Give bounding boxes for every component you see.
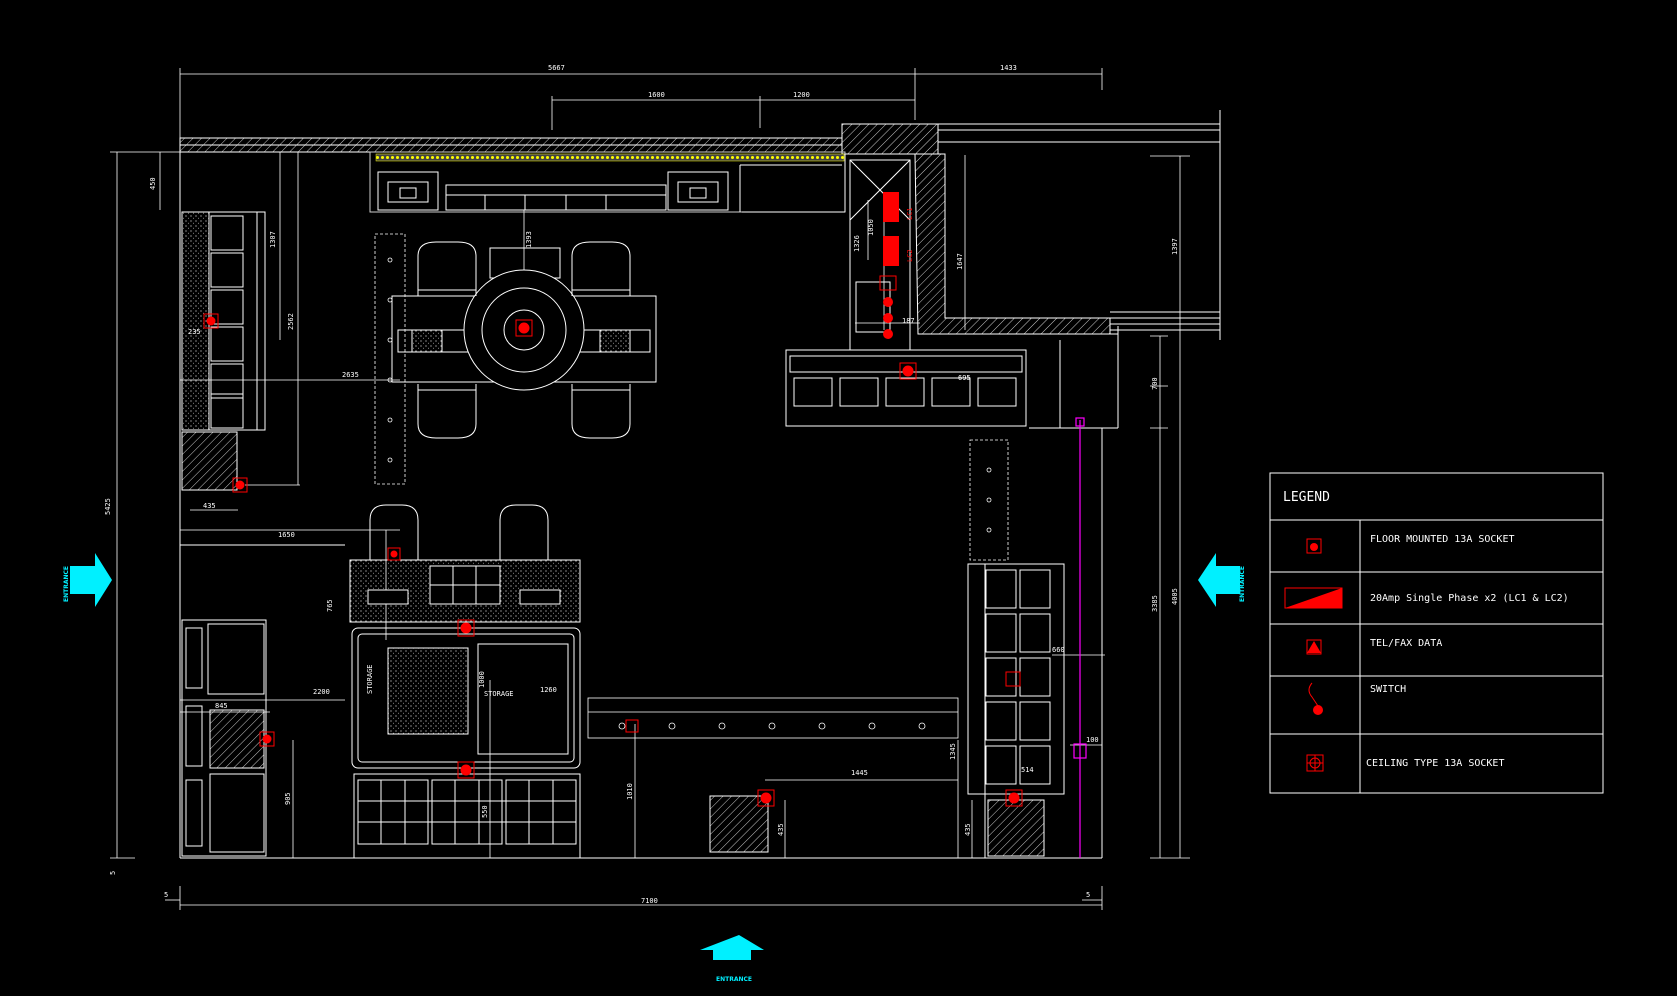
lighting-control-panels: LC1 LC2 xyxy=(879,192,914,339)
dim-bottom-overall: 7100 xyxy=(641,897,658,905)
legend-title: LEGEND xyxy=(1283,490,1330,505)
storage-label-1: STORAGE xyxy=(366,664,374,694)
dim-435b: 435 xyxy=(777,823,785,836)
dim-845: 845 xyxy=(215,702,228,710)
lc2-label: LC2 xyxy=(906,249,914,262)
dim-1260: 1260 xyxy=(540,686,557,694)
entrance-label-right: ENTRANCE xyxy=(1239,566,1246,602)
dim-2635: 2635 xyxy=(342,371,359,379)
floor-sockets xyxy=(203,313,1023,807)
dim-765: 765 xyxy=(326,599,334,612)
right-cabinets xyxy=(967,563,1065,858)
entrance-label-left: ENTRANCE xyxy=(63,566,70,602)
entrance-arrow-left-icon xyxy=(70,553,112,607)
tel-fax-data-icon xyxy=(1306,639,1322,655)
dim-left-5: 5 xyxy=(109,871,117,875)
dim-100: 100 xyxy=(1086,736,1099,744)
dim-shelf-435: 435 xyxy=(203,502,216,510)
dim-905: 905 xyxy=(284,792,292,805)
legend-item-label: 20Amp Single Phase x2 (LC1 & LC2) xyxy=(1370,593,1569,604)
dim-shelf-1307: 1307 xyxy=(269,231,277,248)
dim-550: 550 xyxy=(481,805,489,818)
small-display-box xyxy=(709,795,769,853)
dim-top-mid-b: 1200 xyxy=(793,91,810,99)
dim-top-overall: 5667 xyxy=(548,64,565,72)
entrance-markers: ENTRANCE ENTRANCE ENTRANCE xyxy=(63,553,1246,983)
single-phase-icon xyxy=(1284,587,1343,609)
legend-box: LEGEND FLOOR MOUNTED 13A SOCKET 20Amp Si… xyxy=(1269,472,1604,794)
bottom-left-cabinets xyxy=(181,619,267,857)
dim-left-overall: 5425 xyxy=(104,498,112,515)
left-display-shelves xyxy=(181,211,266,491)
dim-187: 187 xyxy=(902,317,915,325)
dim-bottom-left: 5 xyxy=(164,891,168,899)
storage-label-2: STORAGE xyxy=(484,690,514,698)
dimension-lines xyxy=(110,68,1190,910)
dim-top-mid-a: 1600 xyxy=(648,91,665,99)
dimension-labels: 5667 1433 1600 1200 7100 5 5 5425 5 450 … xyxy=(104,64,1179,905)
track-light-bottom xyxy=(587,697,959,739)
dim-right-inner: 4005 xyxy=(1171,588,1179,605)
entrance-arrow-right-icon xyxy=(1198,553,1240,607)
switch-icon xyxy=(1308,682,1323,715)
floor-mounted-socket-icon xyxy=(1306,538,1322,554)
dim-1326: 1326 xyxy=(853,235,861,252)
dim-1445: 1445 xyxy=(851,769,868,777)
top-display-unit xyxy=(377,171,729,211)
dim-bottom-right: 5 xyxy=(1086,891,1090,899)
center-display-table xyxy=(391,241,657,439)
dim-2200: 2200 xyxy=(313,688,330,696)
dim-435c: 435 xyxy=(964,823,972,836)
entrance-arrow-bottom-icon xyxy=(700,935,764,960)
dim-right-lower: 3385 xyxy=(1151,595,1159,612)
legend-item-label: SWITCH xyxy=(1370,684,1406,695)
dim-right-upper: 1397 xyxy=(1171,238,1179,255)
dim-1647: 1647 xyxy=(956,253,964,270)
dim-660: 660 xyxy=(1052,646,1065,654)
ceiling-socket-icon xyxy=(1306,754,1324,772)
entrance-label-bottom: ENTRANCE xyxy=(716,976,752,983)
dim-top-right: 1433 xyxy=(1000,64,1017,72)
cashier-counter xyxy=(349,504,581,859)
dim-1393: 1393 xyxy=(525,231,533,248)
lc1-panel xyxy=(883,192,899,222)
dim-1050: 1050 xyxy=(867,219,875,236)
dim-shelf-2562: 2562 xyxy=(287,313,295,330)
walls xyxy=(179,110,1221,859)
dim-1345: 1345 xyxy=(949,743,957,760)
dim-514: 514 xyxy=(1021,766,1034,774)
legend-item-label: CEILING TYPE 13A SOCKET xyxy=(1366,758,1504,769)
dim-1000: 1000 xyxy=(478,671,486,688)
dim-700: 700 xyxy=(1151,377,1159,390)
dim-1650: 1650 xyxy=(278,531,295,539)
lc2-panel xyxy=(883,236,899,266)
dim-1010: 1010 xyxy=(626,783,634,800)
lc1-label: LC1 xyxy=(906,207,914,220)
legend-item-label: TEL/FAX DATA xyxy=(1370,638,1442,649)
track-light-left xyxy=(374,233,406,485)
upper-right-display xyxy=(785,159,1027,427)
track-light-right xyxy=(969,439,1009,561)
yellow-led-strip xyxy=(375,153,845,162)
legend-item-label: FLOOR MOUNTED 13A SOCKET xyxy=(1370,534,1515,545)
magenta-conduit xyxy=(1073,417,1087,858)
dim-top-left-450: 450 xyxy=(149,177,157,190)
